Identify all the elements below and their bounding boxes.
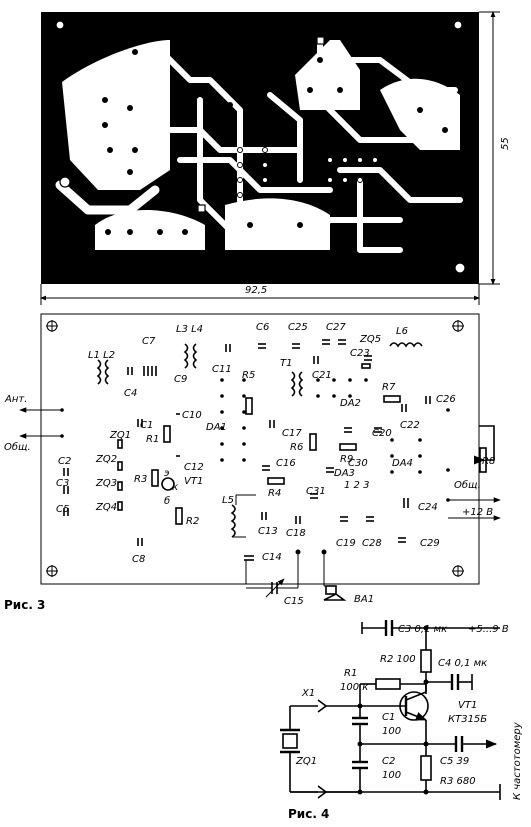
label-C15: C15 bbox=[284, 596, 304, 607]
label-C4: C4 bbox=[124, 388, 137, 399]
label-R8: R8 bbox=[482, 456, 495, 467]
label-C26: C26 bbox=[436, 394, 456, 405]
f4-label-C2val: 100 bbox=[382, 770, 401, 781]
fig4-schematic bbox=[280, 620, 501, 800]
f4-label-X1: X1 bbox=[301, 688, 315, 699]
label-ZQ2: ZQ2 bbox=[95, 454, 117, 465]
label-R2: R2 bbox=[186, 516, 199, 527]
f4-label-C3: C3 0,1 мк bbox=[398, 624, 447, 635]
label-plus12: +12 В bbox=[462, 507, 493, 518]
label-C2: C2 bbox=[58, 456, 71, 467]
label-R4: R4 bbox=[268, 488, 281, 499]
label-R6: R6 bbox=[290, 442, 303, 453]
label-DA1: DA1 bbox=[206, 422, 227, 433]
label-C7: C7 bbox=[142, 336, 156, 347]
label-ZQ5: ZQ5 bbox=[359, 334, 381, 345]
pcb-component-side bbox=[19, 313, 501, 601]
label-C22: C22 bbox=[400, 420, 420, 431]
label-C24: C24 bbox=[418, 502, 438, 513]
label-DA4: DA4 bbox=[392, 458, 413, 469]
fig3-caption: Рис. 3 bbox=[4, 598, 45, 612]
pcb-copper-board bbox=[41, 12, 479, 284]
label-C27: C27 bbox=[326, 322, 346, 333]
dimension-height: 55 bbox=[479, 11, 511, 285]
label-R3: R3 bbox=[134, 474, 147, 485]
label-BA1: BA1 bbox=[354, 594, 374, 605]
f4-label-R1: R1 bbox=[344, 668, 357, 679]
label-C8: C8 bbox=[132, 554, 145, 565]
f4-label-R1val: 100 к bbox=[340, 682, 368, 693]
label-C29: C29 bbox=[420, 538, 440, 549]
f4-label-VT1type: КТ315Б bbox=[448, 714, 487, 725]
label-DA3: DA3 bbox=[334, 468, 355, 479]
label-C20: C20 bbox=[372, 428, 392, 439]
label-C19: C19 bbox=[336, 538, 356, 549]
f4-label-C5: C5 39 bbox=[440, 756, 469, 767]
label-L5: L5 bbox=[222, 495, 234, 506]
label-L1L2: L1 L2 bbox=[88, 350, 115, 361]
fig4-caption: Рис. 4 bbox=[288, 807, 329, 821]
label-C6: C6 bbox=[256, 322, 269, 333]
label-VT1: VT1 bbox=[184, 476, 203, 487]
label-pin-b: б bbox=[164, 495, 170, 507]
label-C16: C16 bbox=[276, 458, 296, 469]
label-ZQ4: ZQ4 bbox=[95, 502, 117, 513]
f4-label-VT1: VT1 bbox=[458, 700, 477, 711]
f4-label-R3: R3 680 bbox=[440, 776, 476, 787]
fig3-labels: Ант. Общ. Общ. +12 В L1 L2 L3 L4 L5 L6 C… bbox=[4, 322, 495, 607]
label-gnd-right: Общ. bbox=[454, 479, 481, 491]
label-pins: 1 2 3 bbox=[344, 480, 369, 491]
label-T1: T1 bbox=[280, 358, 292, 369]
f4-label-ZQ1: ZQ1 bbox=[295, 756, 317, 767]
f4-label-C1: C1 bbox=[382, 712, 395, 723]
label-R7: R7 bbox=[382, 382, 396, 393]
label-C25: C25 bbox=[288, 322, 308, 333]
label-C9: C9 bbox=[174, 374, 187, 385]
label-ZQ1: ZQ1 bbox=[109, 430, 131, 441]
label-gnd-left: Общ. bbox=[4, 441, 31, 453]
label-L3L4: L3 L4 bbox=[176, 324, 203, 335]
label-C1: C1 bbox=[140, 420, 153, 431]
label-C23: C23 bbox=[350, 348, 370, 359]
label-C30: C30 bbox=[348, 458, 368, 469]
label-C11: C11 bbox=[212, 364, 232, 375]
label-pin-k: к bbox=[172, 482, 178, 493]
f4-label-C1val: 100 bbox=[382, 726, 401, 737]
f4-label-C2: C2 bbox=[382, 756, 395, 767]
label-L6: L6 bbox=[396, 326, 408, 337]
label-C14: C14 bbox=[262, 552, 282, 563]
label-C13: C13 bbox=[258, 526, 278, 537]
label-C31: C31 bbox=[306, 486, 326, 497]
label-R9: R9 bbox=[340, 454, 353, 465]
label-ant: Ант. bbox=[4, 394, 27, 405]
label-pin-e: э bbox=[164, 468, 170, 479]
f4-label-C4: C4 0,1 мк bbox=[438, 658, 487, 669]
label-R1: R1 bbox=[146, 434, 159, 445]
fig4-labels: C3 0,1 мк +5...9 В R2 100 C4 0,1 мк R1 1… bbox=[295, 624, 523, 800]
dimension-width: 92,5 bbox=[40, 284, 480, 305]
label-C21: C21 bbox=[312, 370, 332, 381]
label-C12: C12 bbox=[184, 462, 204, 473]
f4-label-meter: К частотомеру bbox=[512, 721, 523, 800]
f4-label-supply: +5...9 В bbox=[468, 624, 509, 635]
label-DA2: DA2 bbox=[340, 398, 361, 409]
label-C10: C10 bbox=[182, 410, 202, 421]
label-C18: C18 bbox=[286, 528, 306, 539]
label-C17: C17 bbox=[282, 428, 302, 439]
label-R5: R5 bbox=[242, 370, 255, 381]
label-C28: C28 bbox=[362, 538, 382, 549]
f4-label-R2: R2 100 bbox=[380, 654, 416, 665]
dim-height-label: 55 bbox=[500, 137, 511, 150]
label-C5: C5 bbox=[56, 504, 69, 515]
label-ZQ3: ZQ3 bbox=[95, 478, 117, 489]
label-C3: C3 bbox=[56, 478, 69, 489]
dim-width-label: 92,5 bbox=[245, 285, 267, 296]
